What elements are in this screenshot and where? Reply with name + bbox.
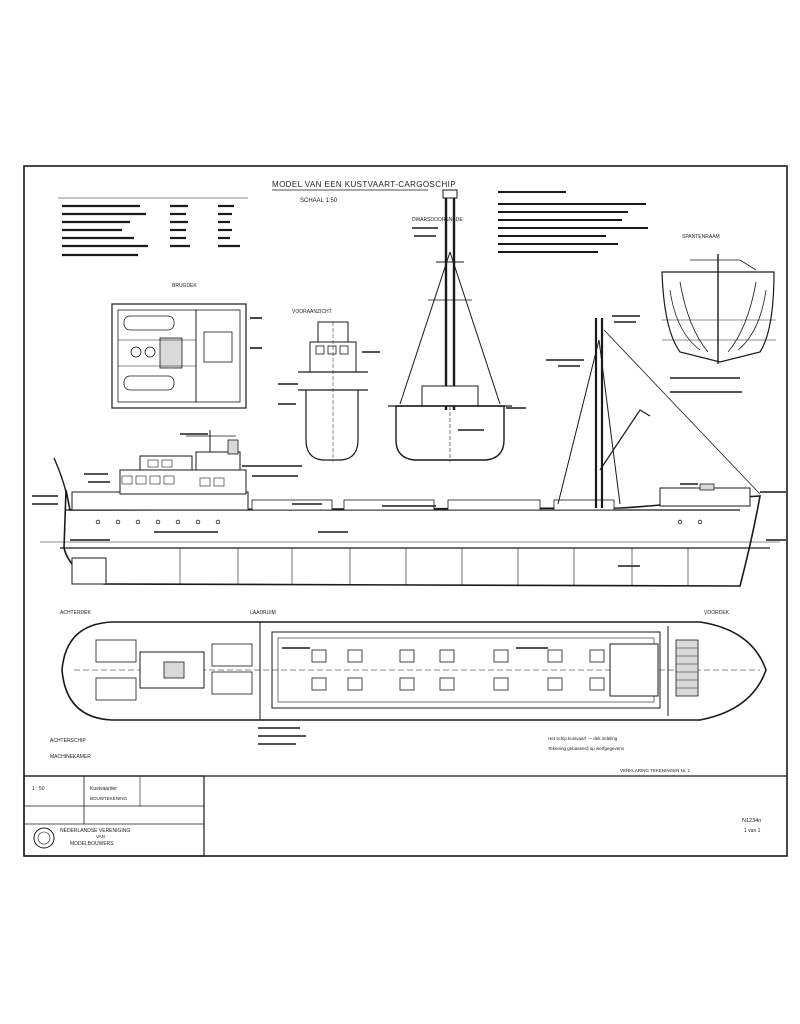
- bridge-plan-label: BRUGDEK: [172, 283, 197, 289]
- drawing-title: MODEL VAN EEN KUSTVAART-CARGOSCHIP: [272, 180, 456, 189]
- lower-left-label-2: MACHINEKAMER: [50, 754, 91, 760]
- organization-line-3: MODELBOUWERS: [70, 841, 114, 847]
- plan-mid-label: LAADRUIM: [250, 610, 276, 616]
- body-plan-label: SPANTENRAAM: [682, 234, 720, 240]
- body-plan-view: SPANTENRAAM: [661, 234, 776, 393]
- notes-block: [498, 191, 648, 253]
- plan-view: ACHTERDEK LAADRUIM VOORDEK: [50, 610, 767, 760]
- organization-line-1: NEDERLANDSE VERENIGING: [60, 828, 130, 834]
- plan-note-1: Het schip kustvaart — dek indeling: [548, 736, 618, 741]
- title-block-scale: 1 : 50: [32, 786, 45, 792]
- title-block: 1 : 50 Kustvaarder BOUWTEKENING NEDERLAN…: [23, 775, 761, 857]
- bridge-plan-view: BRUGDEK: [111, 283, 262, 409]
- plan-left-label: ACHTERDEK: [60, 610, 92, 616]
- plan-note-2: Tekening gebaseerd op werfgegevens: [548, 746, 625, 751]
- sheet-count: 1 van 1: [744, 828, 761, 834]
- drawing-frame: [23, 165, 788, 857]
- mast-section-label: DWARSDOORSNEDE: [412, 217, 463, 223]
- lower-left-label-1: ACHTERSCHIP: [50, 738, 87, 744]
- profile-view: [32, 315, 786, 587]
- house-front-label: VOORAANZICHT: [292, 309, 332, 315]
- organization-line-2: VAN: [96, 834, 105, 839]
- sheet-number: N1234n: [742, 818, 761, 824]
- footer-note: VERKLARING TEKENINGEN Nr. 1: [620, 768, 691, 773]
- particulars-table: [58, 197, 248, 257]
- title-block-type: BOUWTEKENING: [90, 796, 128, 801]
- drawing-subtitle: SCHAAL 1:50: [300, 198, 338, 204]
- mast-section-view: DWARSDOORSNEDE: [388, 189, 526, 462]
- house-front-view: VOORAANZICHT: [278, 309, 380, 462]
- title-block-ship-name: Kustvaarder: [90, 786, 117, 792]
- society-emblem: [33, 827, 55, 849]
- plan-right-label: VOORDEK: [704, 610, 730, 616]
